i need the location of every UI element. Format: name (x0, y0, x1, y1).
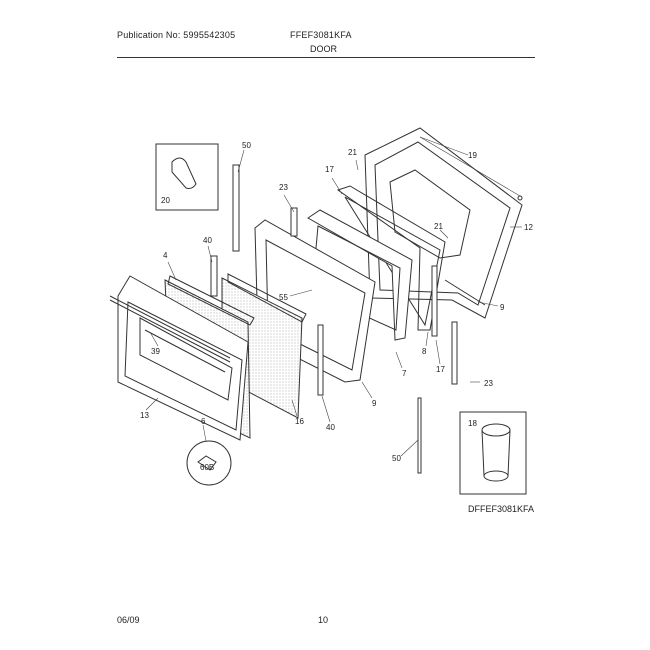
model-number: FFEF3081KFA (290, 30, 352, 40)
callout-17-bottom: 17 (436, 365, 445, 374)
callout-40-bottom: 40 (326, 423, 335, 432)
section-title: DOOR (310, 44, 337, 54)
callout-18: 18 (468, 419, 477, 428)
callout-7: 7 (402, 369, 407, 378)
callout-6: 6 (201, 417, 206, 426)
callout-50-bottom: 50 (392, 454, 401, 463)
callout-19: 19 (468, 151, 477, 160)
callout-21-top: 21 (348, 148, 357, 157)
callout-21-mid: 21 (434, 222, 443, 231)
publication-number: Publication No: 5995542305 (117, 30, 236, 40)
callout-8: 8 (422, 347, 427, 356)
callout-16: 16 (295, 417, 304, 426)
callout-23-top: 23 (279, 183, 288, 192)
door-front-frame (109, 275, 249, 441)
callout-39: 39 (151, 347, 160, 356)
page-number: 10 (318, 615, 329, 625)
inset-20 (155, 143, 219, 211)
callout-13: 13 (140, 411, 149, 420)
leader-lines (145, 136, 522, 457)
callout-12: 12 (524, 223, 533, 232)
callout-60b: 60B (200, 463, 214, 472)
callouts: 50 20 23 17 21 19 12 21 4 40 55 9 39 8 7… (140, 141, 533, 472)
callout-23-bottom: 23 (484, 379, 493, 388)
callout-55: 55 (279, 293, 288, 302)
callout-9-bottom: 9 (372, 399, 377, 408)
header-rule (117, 57, 535, 58)
footer-date: 06/09 (117, 615, 140, 625)
door-hinges (210, 164, 458, 474)
callout-17-top: 17 (325, 165, 334, 174)
callout-50-top: 50 (242, 141, 251, 150)
callout-40-top: 40 (203, 236, 212, 245)
inset-18 (459, 411, 527, 495)
inset-60b (186, 424, 232, 486)
callout-4: 4 (163, 251, 168, 260)
diagram-model-code: DFFEF3081KFA (468, 504, 534, 514)
callout-9-right: 9 (500, 303, 505, 312)
callout-20: 20 (161, 196, 170, 205)
door-back-panel (364, 127, 523, 319)
